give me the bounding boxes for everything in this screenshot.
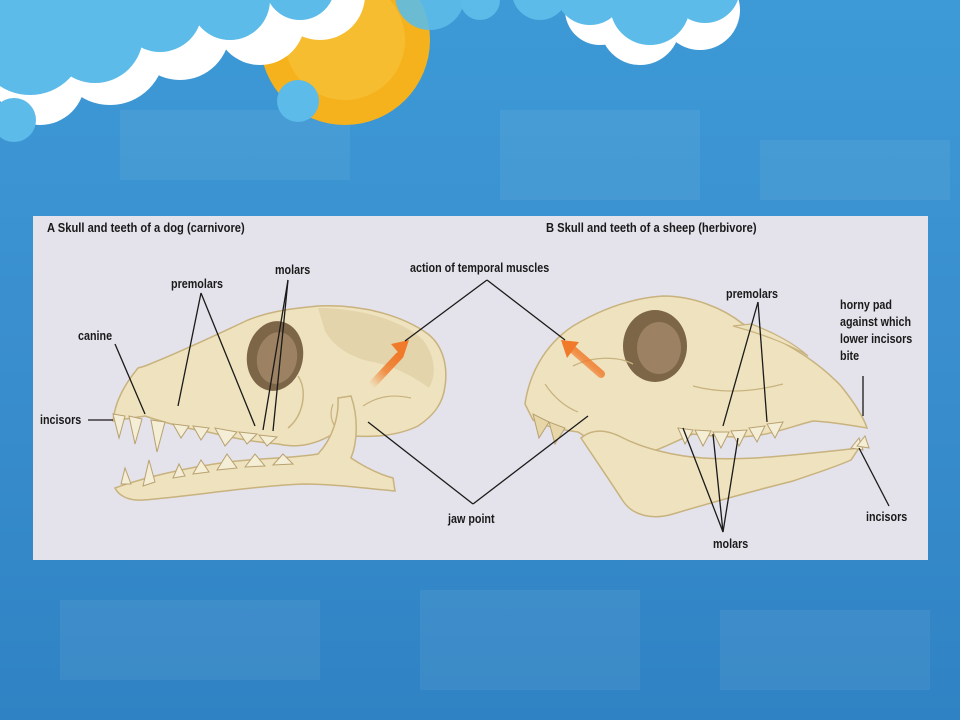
label-molars-dog: molars bbox=[275, 263, 311, 277]
dog-skull bbox=[112, 305, 447, 501]
label-premolars-dog: premolars bbox=[171, 277, 223, 291]
sheep-skull bbox=[524, 295, 870, 518]
label-temporal-muscles: action of temporal muscles bbox=[410, 261, 550, 275]
temporal-arrow-dog bbox=[367, 352, 403, 390]
label-incisors-sheep: incisors bbox=[866, 510, 908, 524]
cloud-sun-decoration bbox=[0, 0, 740, 142]
label-molars-sheep: molars bbox=[713, 537, 749, 551]
temporal-arrow-sheep bbox=[567, 344, 605, 378]
background-tile bbox=[760, 140, 950, 200]
label-horny-pad-4: bite bbox=[840, 349, 860, 363]
leader-lines bbox=[88, 279, 890, 533]
background-tile bbox=[420, 590, 640, 690]
skull-drawings bbox=[88, 279, 890, 533]
title-sheep: B Skull and teeth of a sheep (herbivore) bbox=[546, 220, 757, 235]
label-canine: canine bbox=[78, 329, 113, 343]
label-horny-pad-1: horny pad bbox=[840, 298, 892, 312]
background-tile bbox=[720, 610, 930, 690]
label-incisors-dog: incisors bbox=[40, 413, 82, 427]
bubble-shape bbox=[277, 80, 319, 122]
cloud-left bbox=[0, 0, 365, 142]
label-horny-pad-3: lower incisors bbox=[840, 332, 913, 346]
label-horny-pad-2: against which bbox=[840, 315, 912, 329]
skull-diagram: A Skull and teeth of a dog (carnivore) B… bbox=[33, 216, 928, 560]
background-tile bbox=[120, 110, 350, 180]
cloud-right bbox=[513, 0, 740, 65]
title-dog: A Skull and teeth of a dog (carnivore) bbox=[47, 220, 245, 235]
background-tile bbox=[60, 600, 320, 680]
label-jaw-point: jaw point bbox=[448, 512, 495, 526]
background-tile bbox=[500, 110, 700, 200]
label-premolars-sheep: premolars bbox=[726, 287, 778, 301]
